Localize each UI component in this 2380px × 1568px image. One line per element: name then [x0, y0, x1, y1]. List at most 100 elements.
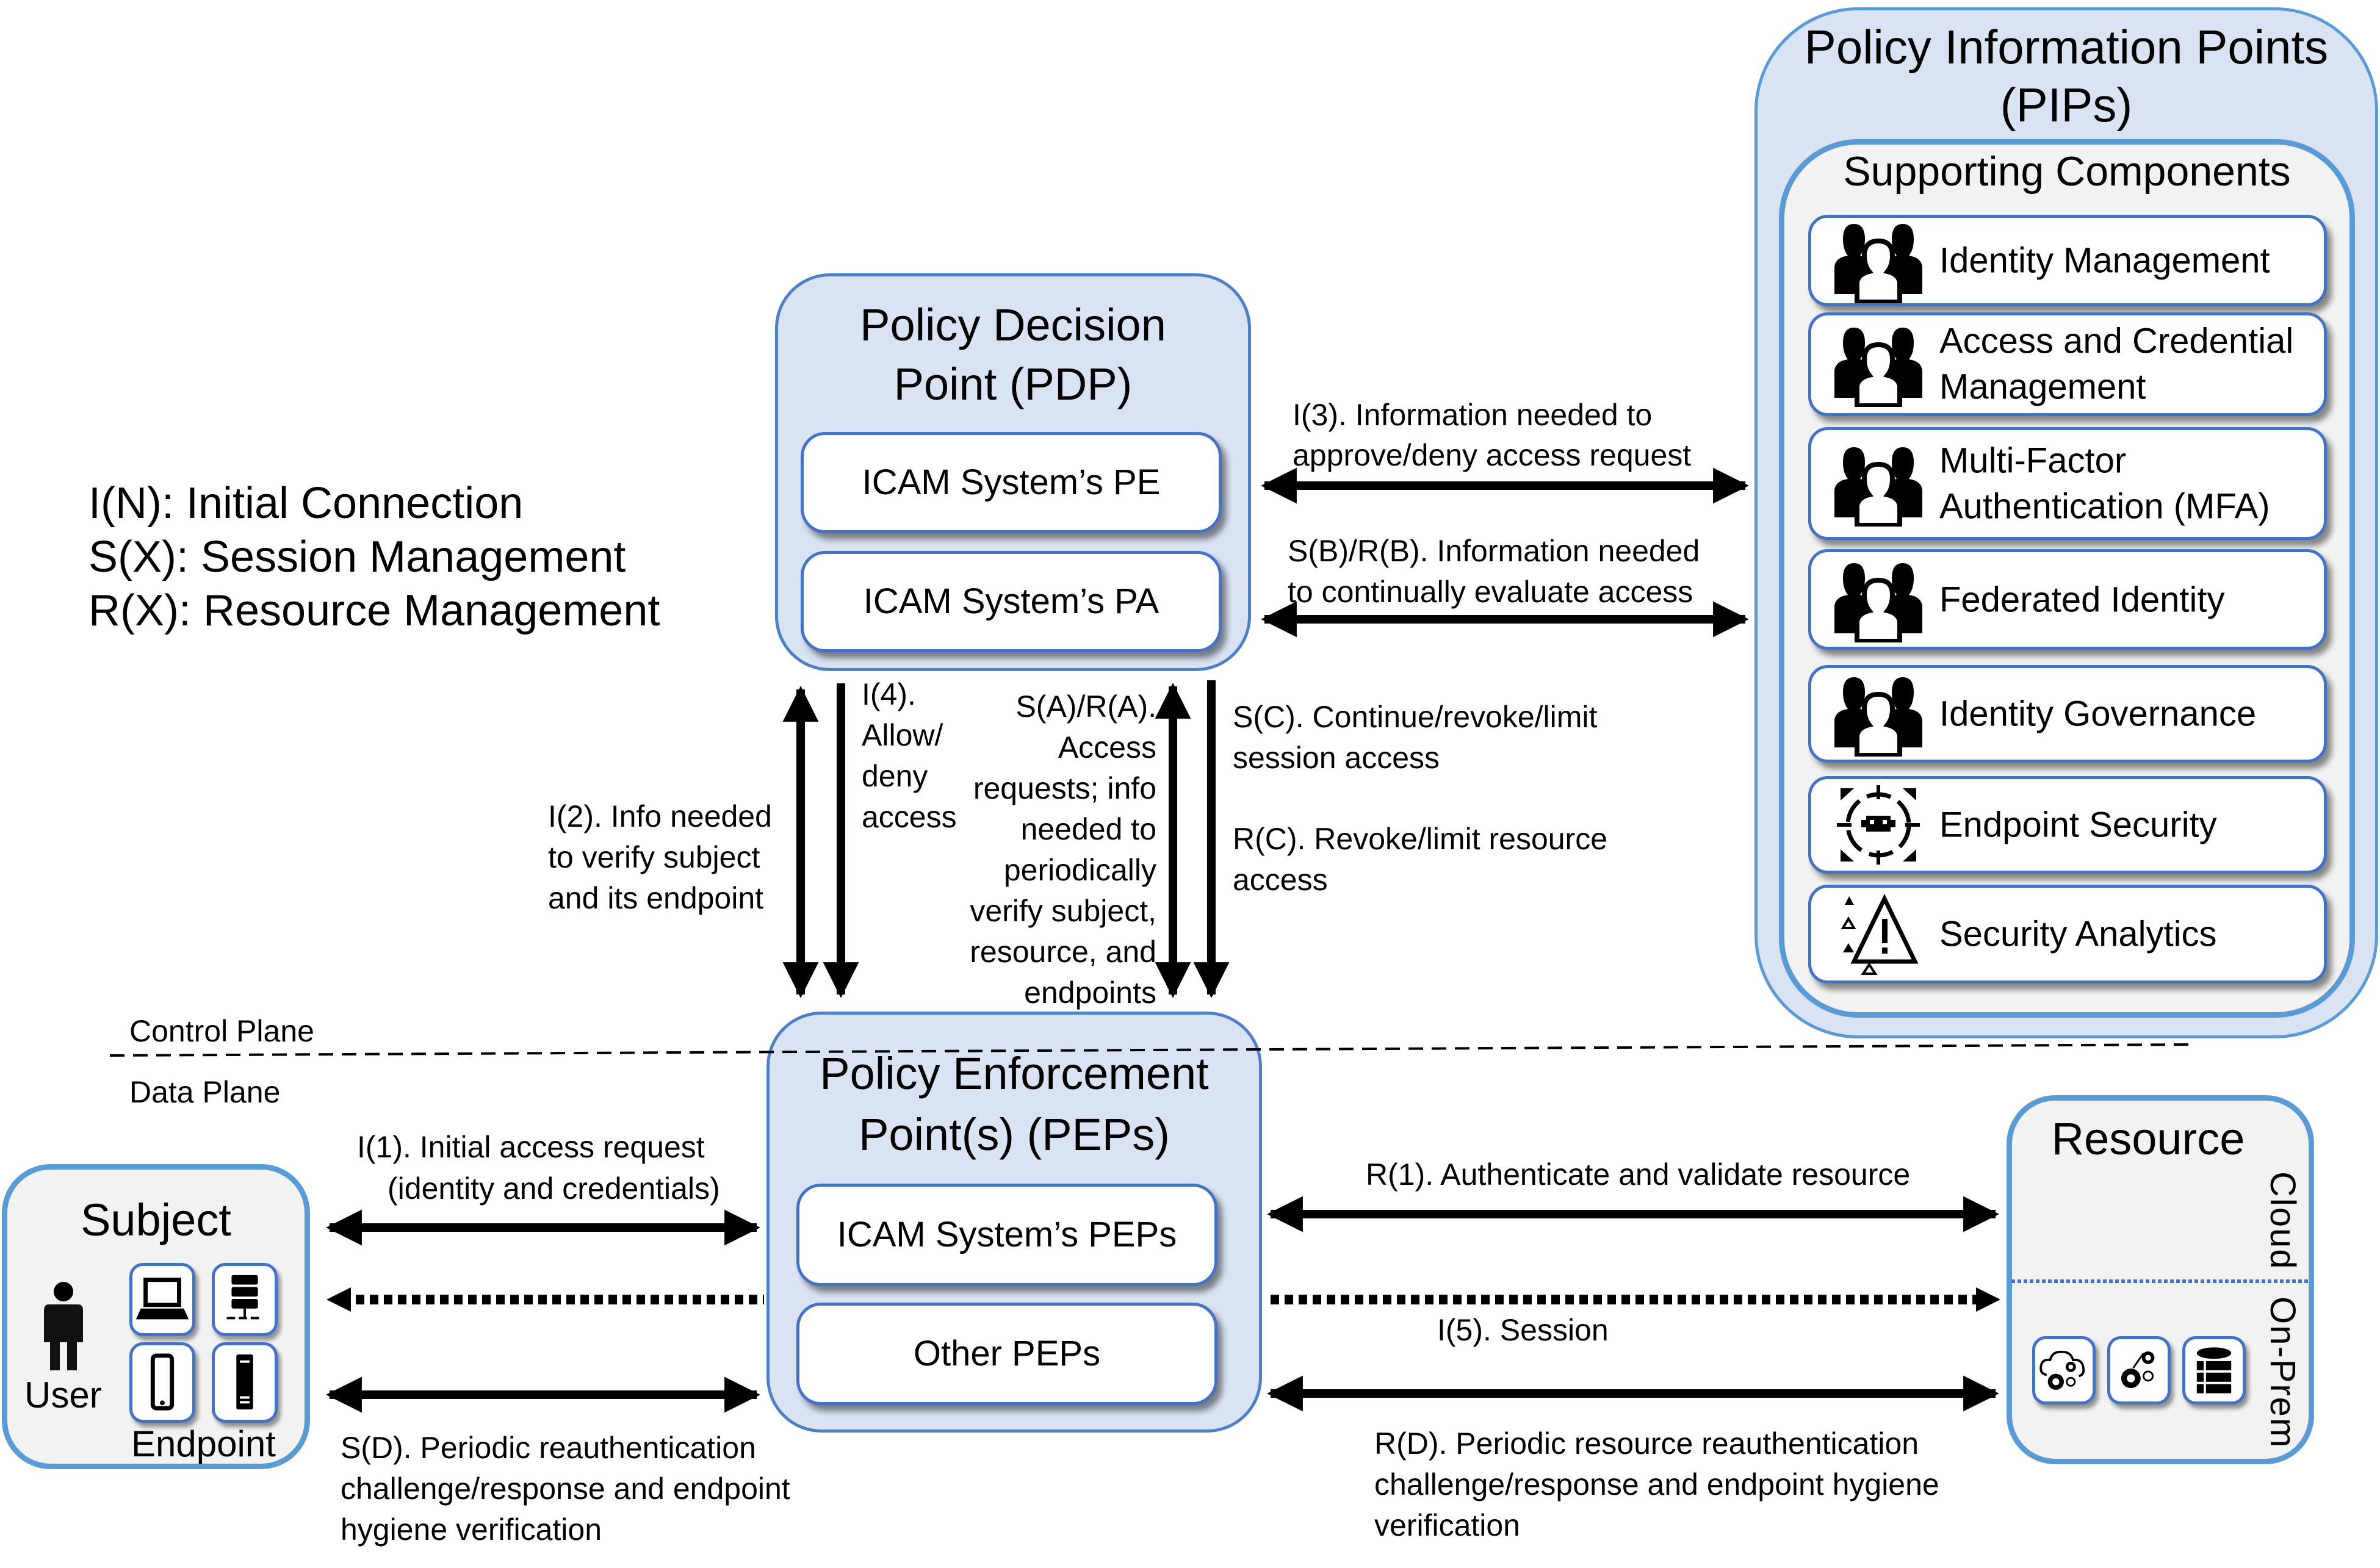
- flow-rd: R(D). Periodic resource reauthentication…: [1374, 1423, 1939, 1546]
- users-icon: [1834, 447, 1922, 527]
- flow-sa-line: endpoints: [1024, 976, 1156, 1010]
- pip-title-line1: Policy Information Points: [1804, 20, 2329, 74]
- flow-i2-line: I(2). Info needed: [548, 799, 772, 833]
- users-icon: [1834, 677, 1922, 757]
- flow-rd-line: challenge/response and endpoint hygiene: [1374, 1467, 1939, 1501]
- device-laptop[interactable]: [129, 1263, 195, 1336]
- flow-sa-line: periodically: [1003, 853, 1156, 887]
- flow-i3-line2: approve/deny access request: [1293, 438, 1692, 472]
- flow-sd-line: S(D). Periodic reauthentication: [341, 1431, 756, 1465]
- users-icon: [1834, 224, 1922, 303]
- pip-title-line2: (PIPs): [2000, 78, 2133, 132]
- gears-icon: [2121, 1351, 2155, 1389]
- user-icon: [44, 1282, 83, 1370]
- resource-database[interactable]: [2182, 1336, 2246, 1404]
- legend-session: S(X): Session Management: [88, 533, 626, 581]
- flow-sc-line2: session access: [1233, 741, 1440, 775]
- pep-icam-box[interactable]: ICAM System’s PEPs: [796, 1184, 1217, 1286]
- flow-sa-line: resource, and: [970, 935, 1156, 969]
- bug-target-icon: [1837, 785, 1920, 865]
- flow-sd-line: challenge/response and endpoint: [341, 1472, 790, 1506]
- pip-item-label-line1: Access and Credential: [1939, 321, 2294, 361]
- pip-item-label: Endpoint Security: [1939, 805, 2217, 845]
- data-plane-label: Data Plane: [129, 1075, 281, 1109]
- subject-title: Subject: [81, 1195, 231, 1245]
- pdp-pe-label: ICAM System’s PE: [862, 462, 1161, 502]
- pip-item-label: Identity Management: [1939, 240, 2270, 281]
- server-icon: [226, 1275, 263, 1320]
- flow-sd-line: hygiene verification: [341, 1512, 602, 1547]
- supporting-components-title: Supporting Components: [1843, 148, 2291, 195]
- pdp-pe-box[interactable]: ICAM System’s PE: [801, 432, 1222, 533]
- users-icon: [1834, 563, 1922, 642]
- flow-i4-line: Allow/: [862, 718, 943, 752]
- flow-sa: S(A)/R(A). Access requests; info needed …: [915, 686, 1156, 1013]
- pep-icam-label: ICAM System’s PEPs: [837, 1214, 1177, 1254]
- flow-r1: R(1). Authenticate and validate resource: [1366, 1157, 1911, 1192]
- database-icon: [2196, 1347, 2232, 1394]
- pdp-pa-label: ICAM System’s PA: [863, 581, 1159, 621]
- flow-sa-line: verify subject,: [970, 894, 1156, 928]
- pep-other-label: Other PEPs: [913, 1333, 1101, 1373]
- flow-sa-line: needed to: [1020, 812, 1156, 846]
- pdp-pa-box[interactable]: ICAM System’s PA: [801, 551, 1222, 652]
- flow-rc-line2: access: [1233, 863, 1328, 897]
- flow-i2-line: and its endpoint: [548, 881, 764, 915]
- flow-sb-line2: to continually evaluate access: [1288, 575, 1693, 609]
- alert-analytics-icon: [1841, 893, 1919, 975]
- flow-sd: S(D). Periodic reauthentication challeng…: [341, 1428, 790, 1550]
- flow-i4-line: I(4).: [862, 677, 916, 711]
- pip-item-security-analytics[interactable]: Security Analytics: [1808, 885, 2327, 984]
- flow-sb-line1: S(B)/R(B). Information needed: [1288, 534, 1700, 568]
- flow-sc-line1: S(C). Continue/revoke/limit: [1233, 700, 1598, 734]
- arrowhead-session-left: [326, 1287, 351, 1312]
- flow-rd-line: verification: [1374, 1508, 1520, 1542]
- pip-item-label: Identity Governance: [1939, 694, 2257, 734]
- pdp-title-line1: Policy Decision: [860, 300, 1166, 350]
- device-phone[interactable]: [129, 1342, 195, 1423]
- pep-title-line1: Policy Enforcement: [820, 1048, 1209, 1099]
- flow-sa-line: Access: [1058, 730, 1156, 764]
- pip-item-label: Federated Identity: [1939, 579, 2225, 619]
- pip-item-identity-management[interactable]: Identity Management: [1808, 215, 2327, 306]
- pip-item-mfa[interactable]: Multi-Factor Authentication (MFA): [1808, 427, 2327, 540]
- onprem-label: On-Prem: [2263, 1296, 2302, 1449]
- device-server[interactable]: [212, 1263, 278, 1336]
- users-icon: [1834, 328, 1922, 407]
- pdp-title-line2: Point (PDP): [893, 359, 1133, 409]
- pip-item-access-credential-management[interactable]: Access and Credential Management: [1808, 312, 2327, 416]
- resource-gears[interactable]: [2107, 1336, 2171, 1404]
- flow-sa-line: requests; info: [973, 771, 1156, 805]
- flow-i2-line: to verify subject: [548, 840, 760, 874]
- flow-sa-line: S(A)/R(A).: [1015, 689, 1156, 724]
- resource-cloud-gears[interactable]: [2032, 1336, 2096, 1404]
- resource-title: Resource: [2051, 1113, 2245, 1164]
- device-tower[interactable]: [212, 1342, 278, 1423]
- pip-item-endpoint-security[interactable]: Endpoint Security: [1808, 776, 2327, 874]
- pip-item-label-line2: Authentication (MFA): [1939, 486, 2270, 527]
- flow-rc-line1: R(C). Revoke/limit resource: [1233, 822, 1608, 856]
- flow-i1-line1: I(1). Initial access request: [357, 1130, 705, 1164]
- pep-title-line2: Point(s) (PEPs): [859, 1109, 1170, 1160]
- phone-icon: [150, 1353, 175, 1411]
- pip-item-federated-identity[interactable]: Federated Identity: [1808, 549, 2327, 650]
- tower-icon: [236, 1354, 253, 1410]
- pep-other-box[interactable]: Other PEPs: [796, 1303, 1217, 1405]
- flow-i4-line: deny: [862, 759, 928, 793]
- flow-rd-line: R(D). Periodic resource reauthentication: [1374, 1426, 1919, 1461]
- flow-i2: I(2). Info needed to verify subject and …: [548, 796, 772, 919]
- legend-resource: R(X): Resource Management: [88, 586, 660, 635]
- pip-item-label: Security Analytics: [1939, 914, 2217, 954]
- flow-i5: I(5). Session: [1437, 1313, 1609, 1347]
- arrowhead-session-right: [1976, 1287, 2000, 1312]
- control-plane-label: Control Plane: [129, 1014, 314, 1048]
- pip-item-identity-governance[interactable]: Identity Governance: [1808, 665, 2327, 763]
- flow-i4-line: access: [862, 800, 957, 834]
- cloud-label: Cloud: [2263, 1171, 2302, 1270]
- legend-initial: I(N): Initial Connection: [88, 479, 524, 528]
- flow-i3-line1: I(3). Information needed to: [1293, 398, 1653, 432]
- endpoint-label: Endpoint: [131, 1423, 276, 1464]
- laptop-icon: [135, 1278, 189, 1320]
- user-label: User: [24, 1375, 102, 1415]
- flow-i1-line2: (identity and credentials): [388, 1171, 720, 1206]
